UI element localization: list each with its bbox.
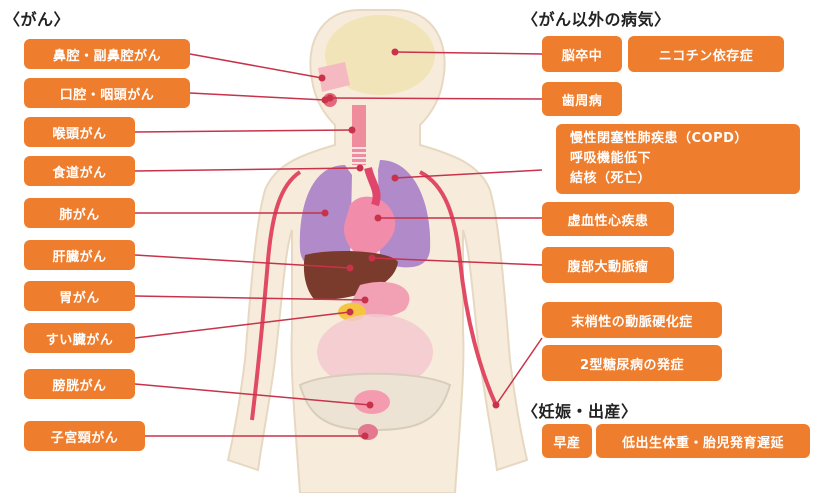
label-lung-cancer: 肺がん <box>24 198 135 228</box>
heading-cancer: 〈がん〉 <box>4 6 70 30</box>
label-ischemic-heart-disease: 虚血性心疾患 <box>542 202 674 236</box>
label-cervical-cancer: 子宮頸がん <box>24 421 145 451</box>
label-laryngeal-cancer: 喉頭がん <box>24 117 135 147</box>
label-respiratory-diseases: 慢性閉塞性肺疾患（COPD） 呼吸機能低下 結核（死亡） <box>556 124 800 194</box>
heading-pregnancy: 〈妊娠・出産〉 <box>522 398 638 422</box>
label-esophageal-cancer: 食道がん <box>24 156 135 186</box>
label-nicotine-dependence: ニコチン依存症 <box>628 36 784 72</box>
label-periodontal-disease: 歯周病 <box>542 82 622 116</box>
label-oral-pharyngeal-cancer: 口腔・咽頭がん <box>24 78 190 108</box>
label-stroke: 脳卒中 <box>542 36 622 72</box>
label-abdominal-aortic-aneurysm: 腹部大動脈瘤 <box>542 247 674 283</box>
label-tuberculosis-death: 結核（死亡） <box>570 169 651 189</box>
label-low-birth-weight: 低出生体重・胎児発育遅延 <box>596 424 810 458</box>
bladder <box>354 390 390 414</box>
label-nasal-cancer: 鼻腔・副鼻腔がん <box>24 39 190 69</box>
label-bladder-cancer: 膀胱がん <box>24 369 135 399</box>
label-type2-diabetes: 2型糖尿病の発症 <box>542 345 722 381</box>
trachea <box>352 105 366 165</box>
heading-non-cancer: 〈がん以外の病気〉 <box>522 6 671 30</box>
label-reduced-lung-function: 呼吸機能低下 <box>570 149 651 169</box>
label-liver-cancer: 肝臓がん <box>24 240 135 270</box>
label-preterm-birth: 早産 <box>542 424 592 458</box>
label-pancreatic-cancer: すい臓がん <box>24 323 135 353</box>
label-copd: 慢性閉塞性肺疾患（COPD） <box>570 129 748 149</box>
label-peripheral-arteriosclerosis: 末梢性の動脈硬化症 <box>542 302 722 338</box>
label-stomach-cancer: 胃がん <box>24 281 135 311</box>
